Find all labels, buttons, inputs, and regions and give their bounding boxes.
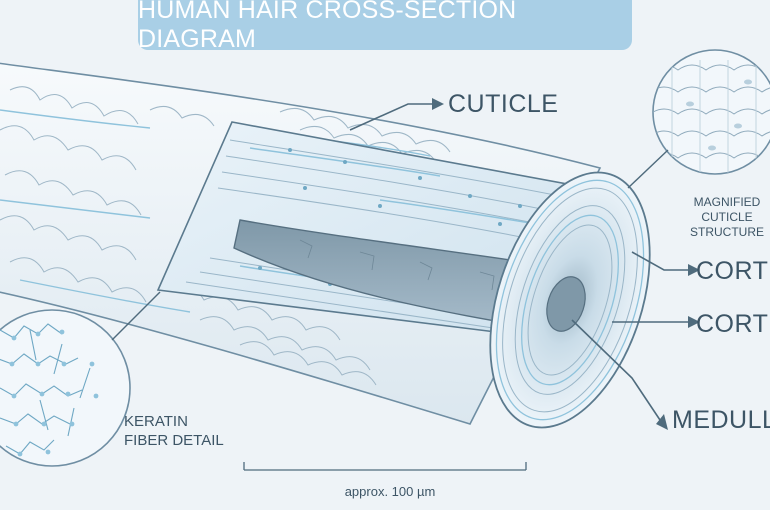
medulla-core — [546, 276, 586, 332]
page-title: HUMAN HAIR CROSS-SECTION DIAGRAM — [138, 0, 517, 53]
title-banner: HUMAN HAIR CROSS-SECTION DIAGRAM — [138, 0, 632, 53]
cortex-label-1: CORTEX — [696, 257, 770, 285]
keratin-label-line-1: KERATIN — [124, 413, 188, 430]
arrow-heads — [432, 98, 700, 430]
keratin-connector — [111, 291, 161, 341]
keratin-label: KERATIN FIBER DETAIL — [124, 412, 224, 450]
medulla-arrow — [571, 319, 661, 421]
medulla-cells — [299, 239, 495, 291]
cortex-arrow-1 — [631, 251, 688, 271]
magnified-label-line-1: MAGNIFIED — [693, 195, 761, 209]
scale-bar — [243, 462, 527, 471]
cuticle-arrow — [349, 103, 432, 131]
magnified-cuticle-inset — [652, 49, 770, 175]
cortex-label-2: CORTEX — [696, 310, 770, 338]
magnified-connector — [627, 149, 669, 189]
keratin-label-line-2: FIBER DETAIL — [124, 432, 224, 449]
magnified-label-line-3: STRUCTURE — [690, 225, 764, 239]
medulla-label: MEDULLA — [672, 406, 770, 434]
cuticle-label: CUTICLE — [448, 90, 559, 118]
hair-end-cross-section — [489, 171, 651, 429]
keratin-fiber-inset — [0, 309, 131, 467]
magnified-label: MAGNIFIED CUTICLE STRUCTURE — [690, 195, 764, 240]
scale-label: approx. 100 µm — [344, 484, 436, 499]
label-arrows — [349, 103, 688, 421]
magnified-label-line-2: CUTICLE — [701, 210, 753, 224]
